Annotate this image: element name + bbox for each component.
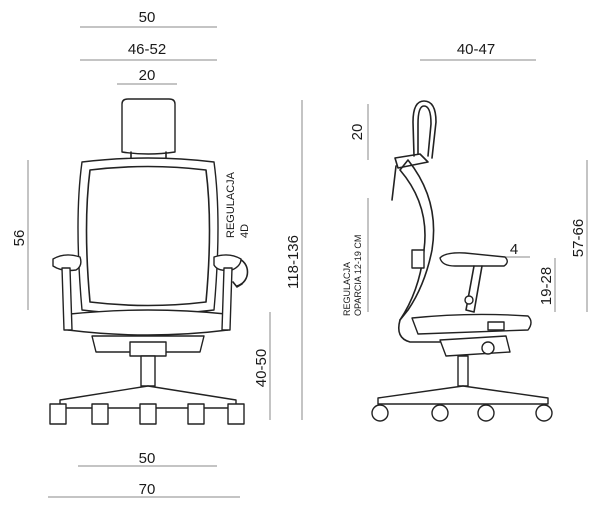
side-headrest	[412, 100, 437, 159]
backrest-adjust-value: OPARCIA 12-19 CM	[353, 235, 363, 316]
side-base	[377, 385, 549, 405]
side-armrest-adjust-dimension: 4	[500, 241, 530, 258]
front-caster-4	[187, 403, 205, 425]
backrest-top-height-label: 57-66	[570, 219, 587, 257]
side-caster-1	[371, 404, 389, 422]
front-seat	[67, 309, 229, 336]
depth-label: 40-47	[457, 41, 495, 58]
side-caster-3	[477, 404, 495, 422]
side-gas-lift	[457, 355, 469, 387]
side-backrest-adjust-note: REGULACJA OPARCIA 12-19 CM	[342, 198, 369, 316]
front-caster-2	[91, 403, 109, 425]
side-caster-4	[535, 404, 553, 422]
base-width-label-50: 50	[139, 450, 156, 467]
front-bottom-dimensions: 50 70	[48, 450, 240, 498]
front-caster-3	[139, 403, 157, 425]
front-backrest-height-dimension: 56	[11, 160, 29, 310]
armrest-adjust-label: 4	[510, 241, 518, 258]
adjustment-value: 4D	[239, 224, 251, 238]
seat-height-label: 40-50	[253, 349, 270, 387]
front-seat-height-dimension: 40-50	[253, 312, 271, 420]
backrest-height-label: 56	[11, 230, 28, 247]
total-height-label: 118-136	[285, 235, 302, 289]
side-seat	[411, 313, 532, 335]
front-top-dimensions: 50 46-52 20	[80, 9, 217, 85]
side-chair-drawing	[371, 100, 553, 422]
adjustment-label: REGULACJA	[225, 171, 237, 238]
armrest-height-label: 19-28	[538, 267, 555, 305]
side-backrest	[399, 159, 435, 321]
width-label-20: 20	[139, 67, 156, 84]
base-width-label-70: 70	[139, 481, 156, 498]
front-total-height-dimension: 118-136	[285, 100, 303, 420]
front-backrest	[77, 157, 219, 315]
side-caster-2	[431, 404, 449, 422]
side-mechanism	[439, 335, 511, 357]
side-backrest-height-dimension: 57-66	[570, 160, 588, 312]
front-caster-5	[227, 403, 245, 425]
front-armrest-left	[52, 254, 82, 272]
front-armrest-right	[213, 254, 242, 272]
front-headrest	[121, 98, 176, 155]
side-headrest-adjust-dimension: 20	[349, 104, 369, 160]
front-gas-lift	[140, 355, 156, 387]
headrest-adjust-label: 20	[349, 124, 366, 141]
width-label-50: 50	[139, 9, 156, 26]
side-armrest-height-dimension: 19-28	[538, 258, 556, 312]
front-chair-drawing	[49, 98, 245, 425]
front-adjustment-note: REGULACJA 4D	[225, 171, 251, 288]
side-depth-dimension: 40-47	[420, 41, 536, 61]
side-armrest	[439, 252, 508, 267]
width-label-46-52: 46-52	[128, 41, 166, 58]
rotate-arrow-head-icon	[232, 281, 243, 288]
backrest-adjust-label: REGULACJA	[342, 262, 352, 316]
front-caster-1	[49, 403, 67, 425]
